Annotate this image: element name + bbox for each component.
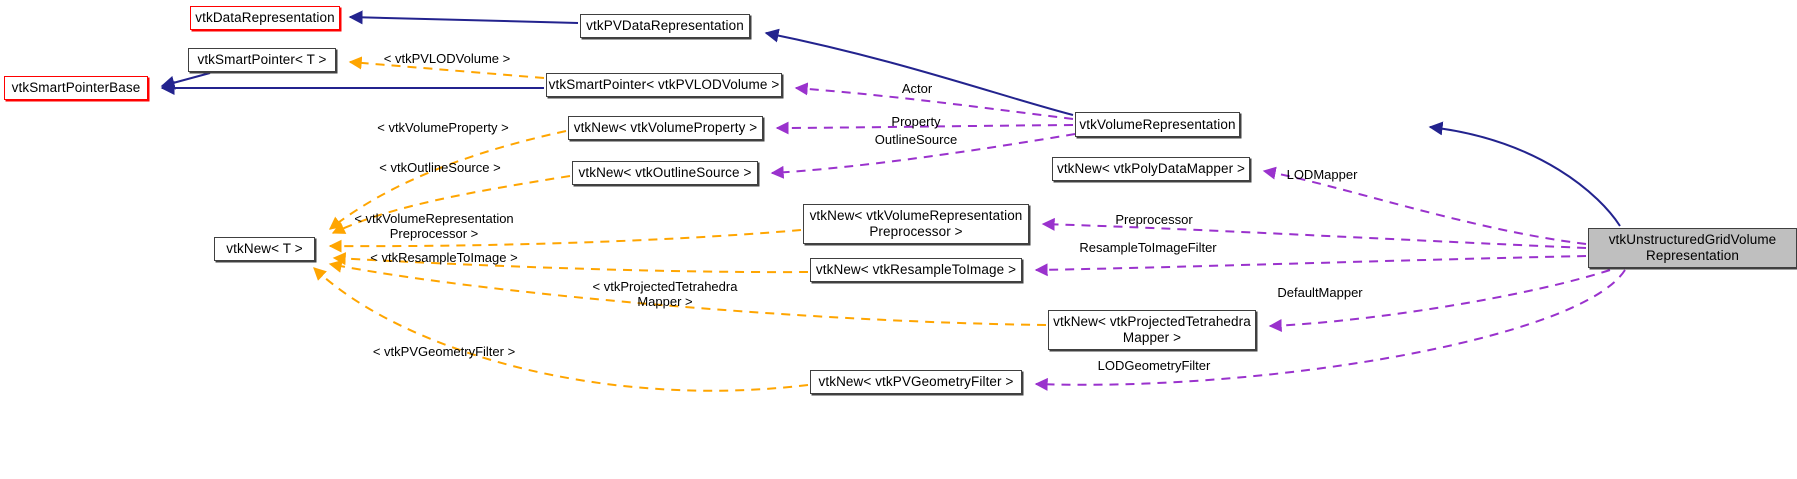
edge-label-lbl-resampletoimg2: ResampleToImageFilter [1079, 240, 1217, 255]
edge-label-lbl-volumereppre: < vtkVolumeRepresentation Preprocessor > [354, 211, 514, 241]
edge-pvdatarep-to-datarep [348, 10, 579, 25]
edge-label-lbl-volumeproperty: < vtkVolumeProperty > [377, 120, 509, 135]
edge-label-lbl-outlinesource2: OutlineSource [874, 132, 958, 147]
class-node-vtkNewVolumeProperty[interactable]: vtkNew< vtkVolumeProperty > [568, 116, 763, 140]
edge-smartptrvol-to-smartptrT [348, 56, 545, 79]
class-node-vtkNewPolyDataMapper[interactable]: vtkNew< vtkPolyDataMapper > [1052, 157, 1250, 181]
class-node-vtkUnstructuredGridVolumeRep[interactable]: vtkUnstructuredGridVolume Representation [1588, 228, 1797, 268]
usage-edges [770, 82, 1626, 391]
edge-label-lbl-actor: Actor [901, 81, 933, 96]
edge-newoutline-to-newT [331, 175, 571, 234]
class-node-vtkSmartPointerBase[interactable]: vtkSmartPointerBase [4, 76, 148, 100]
edge-volrep-to-pvdatarep [764, 28, 1074, 116]
edge-volrep-to-newoutline [770, 133, 1076, 179]
edge-label-lbl-preprocessor: Preprocessor [1115, 212, 1193, 227]
edge-label-lbl-lodmapper: LODMapper [1286, 167, 1358, 182]
edge-ugvolrep-to-newprojtetra [1268, 269, 1611, 333]
edge-label-lbl-pvlodvolume: < vtkPVLODVolume > [383, 51, 511, 66]
class-node-vtkNewPVGeometryFilter[interactable]: vtkNew< vtkPVGeometryFilter > [810, 370, 1022, 394]
edge-ugvolrep-to-newresample [1034, 255, 1587, 277]
inheritance-edges [160, 10, 1621, 227]
class-node-vtkDataRepresentation[interactable]: vtkDataRepresentation [190, 6, 340, 30]
edge-newprojtetra-to-newT [328, 259, 1047, 326]
edge-label-lbl-resampletoimg: < vtkResampleToImage > [370, 250, 518, 265]
edge-newvolprop-to-newT [328, 130, 567, 230]
edge-newpvgeom-to-newT [313, 267, 809, 392]
class-node-vtkSmartPointerT[interactable]: vtkSmartPointer< T > [188, 48, 336, 72]
template-edges [313, 56, 1047, 392]
edge-newpreproc-to-newT [328, 229, 802, 253]
edge-label-lbl-defaultmapper: DefaultMapper [1277, 285, 1363, 300]
class-node-vtkVolumeRepresentation[interactable]: vtkVolumeRepresentation [1075, 112, 1240, 137]
class-node-vtkNewResampleToImage[interactable]: vtkNew< vtkResampleToImage > [810, 258, 1022, 282]
edge-label-lbl-pvgeomfilter: < vtkPVGeometryFilter > [372, 344, 516, 359]
edge-ugvolrep-to-volrep [1428, 121, 1621, 227]
edge-smartptrT-to-smartptrbase [160, 72, 211, 90]
edge-label-lbl-property: Property [891, 114, 941, 129]
class-node-vtkNewVolumeRepPreproc[interactable]: vtkNew< vtkVolumeRepresentation Preproce… [803, 204, 1029, 244]
class-node-vtkNewT[interactable]: vtkNew< T > [214, 237, 315, 261]
edge-ugvolrep-to-newpvgeom [1034, 269, 1626, 391]
edge-ugvolrep-to-newpreproc [1041, 217, 1587, 249]
class-node-vtkNewOutlineSource[interactable]: vtkNew< vtkOutlineSource > [572, 161, 758, 185]
class-node-vtkPVDataRepresentation[interactable]: vtkPVDataRepresentation [580, 14, 750, 38]
class-node-vtkSmartPointerPVLODVolume[interactable]: vtkSmartPointer< vtkPVLODVolume > [546, 73, 782, 97]
edge-ugvolrep-to-newpolymapper [1262, 166, 1587, 245]
edge-newresample-to-newT [332, 252, 809, 274]
edge-label-lbl-projtetra: < vtkProjectedTetrahedra Mapper > [592, 279, 738, 309]
edge-label-lbl-outlinesource: < vtkOutlineSource > [379, 160, 501, 175]
class-node-vtkNewProjectedTetraMapper[interactable]: vtkNew< vtkProjectedTetrahedra Mapper > [1048, 310, 1256, 350]
edge-label-lbl-lodgeomfilter: LODGeometryFilter [1097, 358, 1211, 373]
